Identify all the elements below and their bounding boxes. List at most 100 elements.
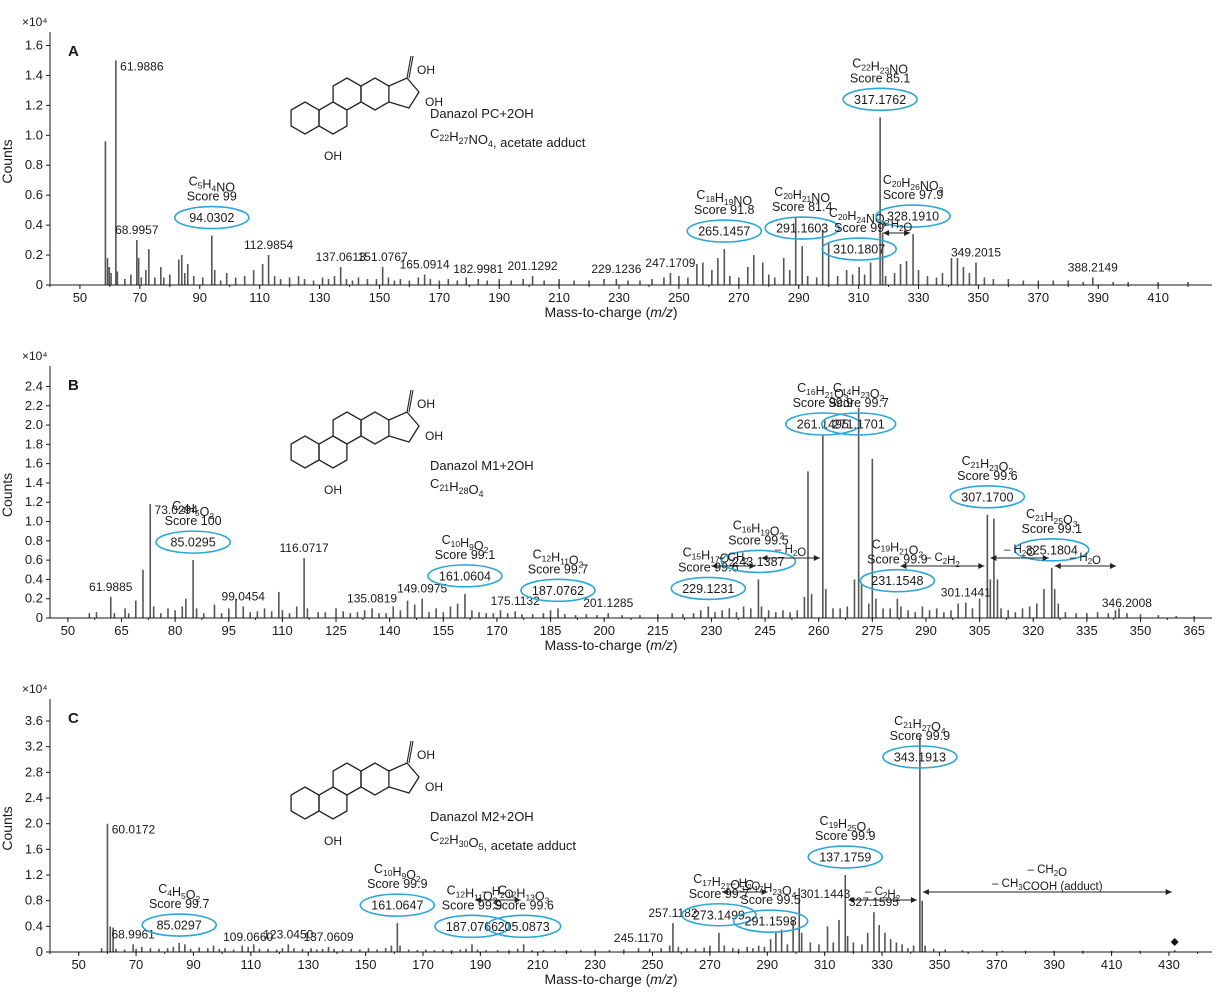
- annotation-mass: 187.0762: [532, 584, 584, 598]
- annotation-score: Score 85.1: [850, 71, 911, 85]
- x-tick-label: 270: [699, 957, 721, 972]
- peak-label: 151.0767: [358, 250, 408, 264]
- annotation-score: Score 99.9: [890, 729, 951, 743]
- annotation-mass: 205.0873: [498, 920, 550, 934]
- y-exponent-label: ×10⁴: [22, 682, 48, 696]
- peak-label: 109.0660: [223, 930, 273, 944]
- annotation-score: Score 99.7: [689, 887, 750, 901]
- y-tick-label: 0.2: [25, 591, 43, 606]
- mass-oval: [875, 204, 951, 228]
- mass-oval: [520, 578, 596, 603]
- ethynyl-group: [406, 55, 414, 79]
- y-tick-label: 2.2: [25, 398, 43, 413]
- annotation-mass: 343.1913: [894, 751, 946, 765]
- annotation-mass: 271.1701: [833, 418, 885, 432]
- x-tick-label: 270: [728, 290, 750, 305]
- annotation-mass: 273.1499: [693, 908, 745, 922]
- hydroxyl-label: OH: [417, 63, 435, 77]
- mass-oval: [485, 914, 562, 939]
- x-tick-label: 230: [608, 290, 630, 305]
- peak-label: 60.0172: [112, 823, 156, 837]
- x-tick-label: 200: [593, 623, 615, 638]
- peak-label: 182.9981: [453, 262, 503, 276]
- annotation-score: Score 99.9: [867, 553, 928, 567]
- x-tick-label: 90: [186, 957, 200, 972]
- steroid-d-ring: [388, 411, 420, 443]
- annotation-mass: 265.1457: [698, 225, 750, 239]
- hydroxyl-label: OH: [417, 748, 435, 762]
- loss-label: – CH2: [718, 552, 749, 566]
- annotation-score: Score 100: [165, 514, 222, 528]
- hydroxyl-label: OH: [417, 397, 435, 411]
- y-tick-label: 1.2: [25, 97, 43, 112]
- y-exponent-label: ×10⁴: [22, 349, 48, 363]
- y-tick-label: 0: [36, 944, 43, 959]
- structure-formula: C22H30O5, acetate adduct: [430, 829, 576, 853]
- x-tick-label: 150: [355, 957, 377, 972]
- y-tick-label: 0.4: [25, 571, 43, 586]
- steroid-d-ring: [388, 762, 420, 794]
- annotation-score: Score 99.1: [1022, 522, 1083, 536]
- annotation-score: Score 99: [187, 190, 237, 204]
- annotation-formula: C22H23NO: [852, 56, 908, 76]
- annotation-formula: C19H25O4: [820, 814, 872, 836]
- steroid-d-ring: [388, 77, 420, 109]
- annotation-formula: C17H23O4: [745, 878, 797, 900]
- x-tick-label: 320: [1022, 623, 1044, 638]
- structure-name: Danazol PC+2OH: [430, 106, 534, 121]
- peak-label: 149.0975: [397, 582, 447, 596]
- y-tick-label: 3.6: [25, 713, 43, 728]
- mass-oval: [670, 576, 747, 601]
- loss-arrowheads: [883, 230, 911, 236]
- peak-label: 61.9886: [120, 59, 164, 73]
- annotation-mass: 231.1548: [871, 574, 923, 588]
- mass-oval: [141, 913, 217, 937]
- x-tick-label: 370: [986, 957, 1008, 972]
- x-tick-label: 110: [249, 290, 270, 305]
- mass-oval: [821, 237, 897, 261]
- mass-oval: [1013, 538, 1090, 562]
- y-tick-label: 0.8: [25, 893, 43, 908]
- annotation-score: Score 99.9: [367, 877, 428, 891]
- annotation-formula: C12H13O3: [498, 883, 550, 905]
- annotation-formula: C4H5O2: [172, 499, 214, 521]
- y-tick-label: 2.8: [25, 764, 43, 779]
- x-tick-label: 50: [61, 623, 75, 638]
- hydroxyl-label: OH: [425, 95, 443, 109]
- mass-oval: [732, 909, 809, 933]
- y-axis-label: Counts: [0, 139, 15, 183]
- y-tick-label: 0.4: [25, 217, 43, 232]
- x-tick-label: 390: [1043, 957, 1065, 972]
- annotation-formula: C19H21O2: [872, 538, 924, 560]
- x-tick-label: 260: [808, 623, 830, 638]
- x-tick-label: 290: [915, 623, 937, 638]
- x-tick-label: 350: [929, 957, 951, 972]
- y-axis-label: Counts: [0, 806, 15, 850]
- annotation-mass: 310.1807: [833, 243, 885, 257]
- annotation-score: Score 99.6: [678, 560, 739, 574]
- peak-label: 327.1595: [849, 895, 899, 909]
- peak-label: 68.9961: [111, 927, 155, 941]
- annotation-score: Score 99: [834, 221, 884, 235]
- annotation-formula: C10H9O2: [442, 533, 489, 555]
- annotation-mass: 187.0766: [446, 920, 498, 934]
- x-tick-label: 275: [861, 623, 883, 638]
- y-axis-label: Counts: [0, 473, 15, 517]
- x-tick-label: 245: [754, 623, 776, 638]
- loss-label: – H2O: [729, 878, 760, 893]
- x-tick-label: 70: [129, 957, 143, 972]
- peak-label: 73.0294: [155, 503, 199, 517]
- mass-oval: [842, 87, 918, 112]
- peak-label: 123.0450: [263, 927, 313, 941]
- annotation-mass: 328.1910: [887, 210, 939, 224]
- annotation-mass: 137.1759: [819, 851, 871, 865]
- annotation-formula: C17H21O3: [693, 872, 745, 894]
- annotation-formula: C20H26NO3: [883, 173, 944, 195]
- x-tick-label: 150: [369, 290, 391, 305]
- annotation-score: Score 99.5: [740, 893, 801, 907]
- x-tick-label: 155: [432, 623, 454, 638]
